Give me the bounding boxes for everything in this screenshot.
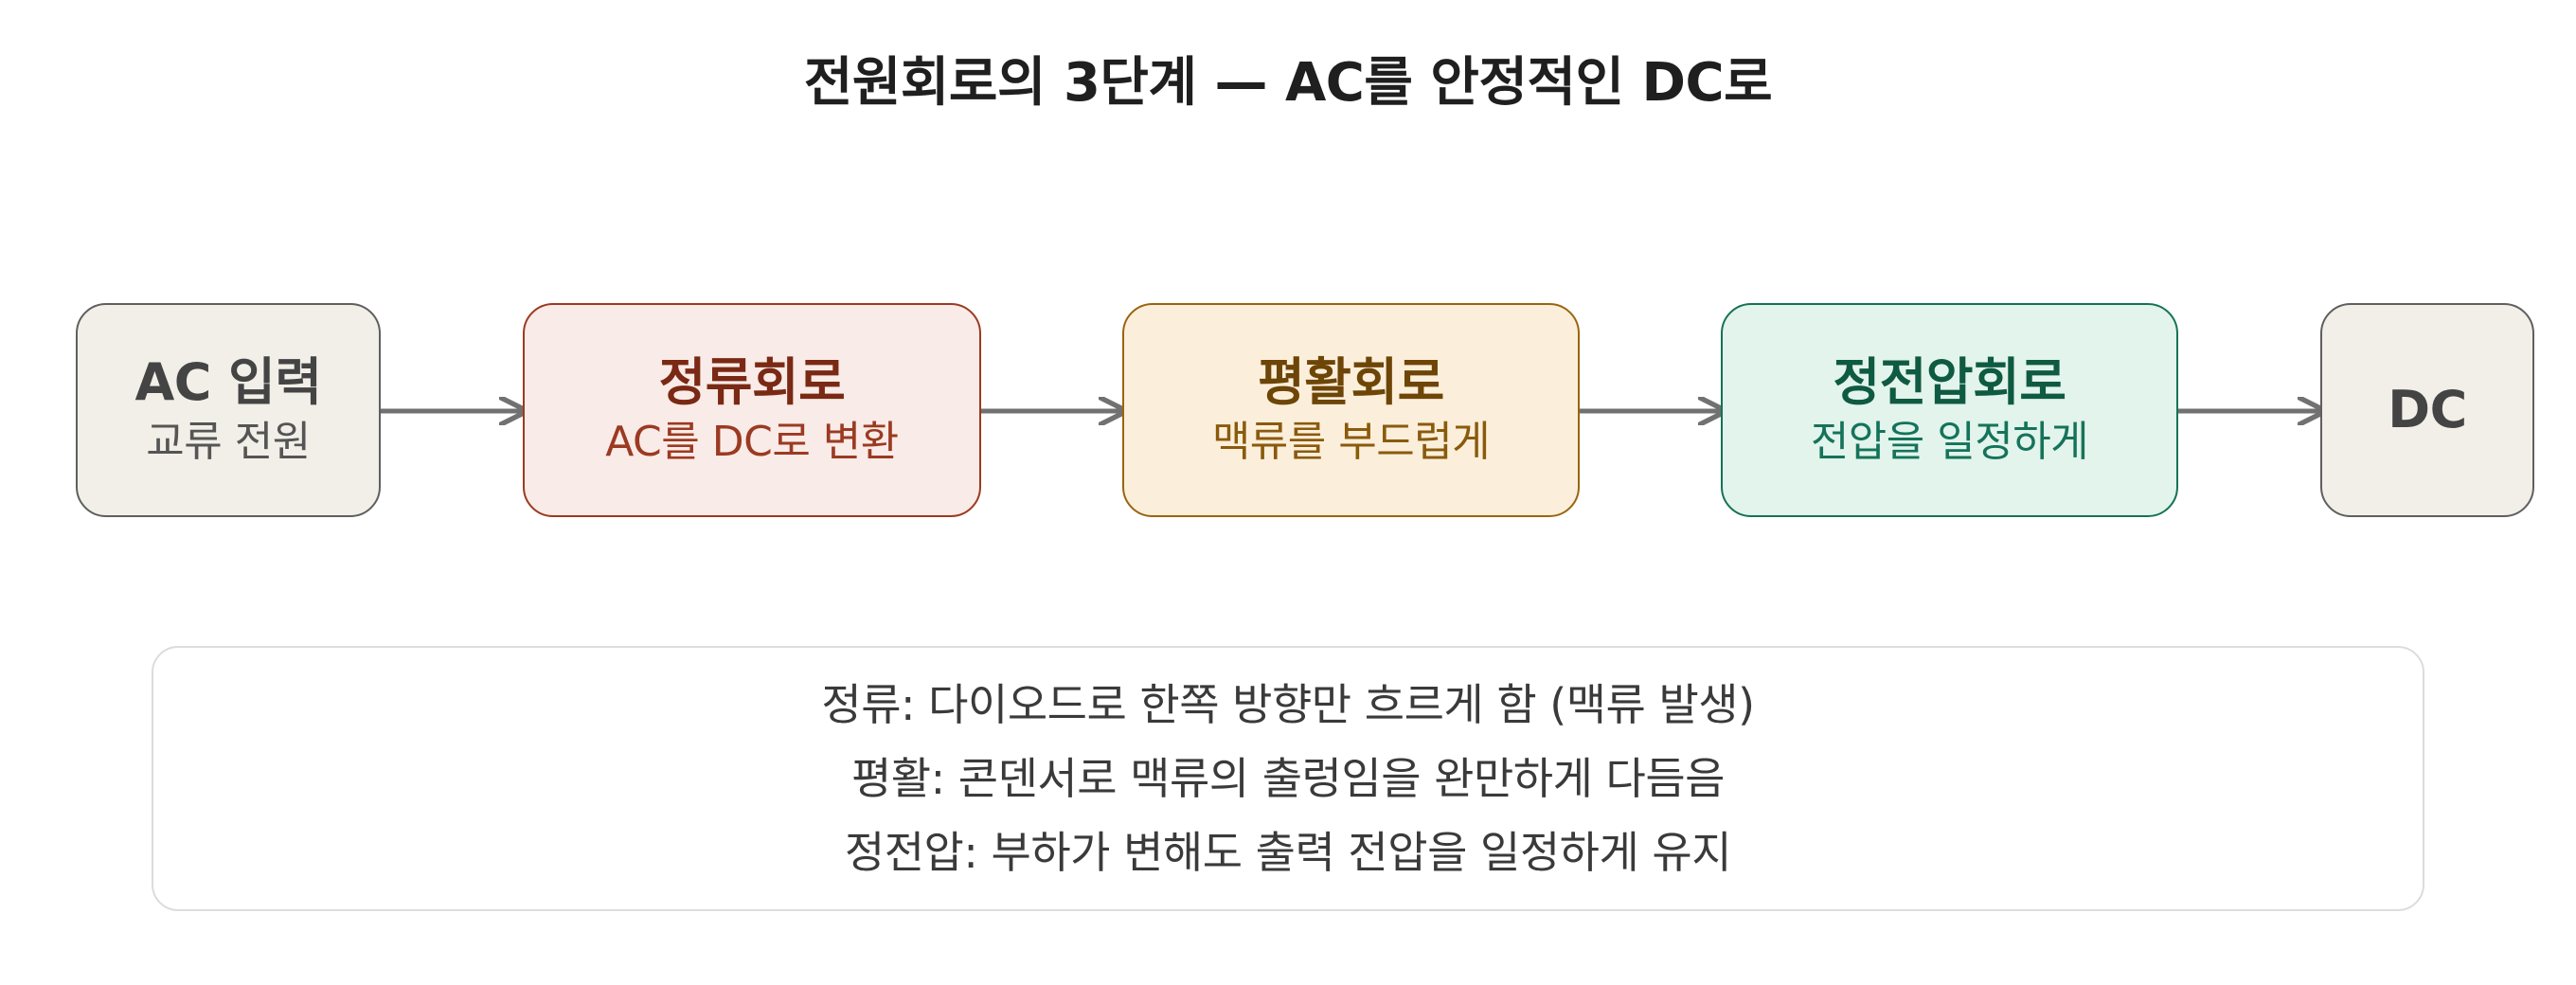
node-rectifier: 정류회로 AC를 DC로 변환 — [523, 303, 981, 517]
note-smoothing: 평활: 콘덴서로 맥류의 출렁임을 완만하게 다듬음 — [850, 753, 1726, 804]
node-regulator: 정전압회로 전압을 일정하게 — [1721, 303, 2178, 517]
node-ac-input-subtitle: 교류 전원 — [146, 417, 311, 466]
node-dc-output: DC — [2320, 303, 2534, 517]
node-ac-input-title: AC 입력 — [134, 351, 322, 412]
node-ac-input: AC 입력 교류 전원 — [76, 303, 381, 517]
node-smoothing: 평활회로 맥류를 부드럽게 — [1122, 303, 1580, 517]
node-regulator-subtitle: 전압을 일정하게 — [1810, 417, 2089, 466]
note-rectification: 정류: 다이오드로 한쪽 방향만 흐르게 함 (맥류 발생) — [821, 679, 1755, 730]
node-dc-output-title: DC — [2388, 379, 2467, 439]
diagram-title: 전원회로의 3단계 — AC를 안정적인 DC로 — [803, 52, 1773, 114]
node-smoothing-title: 평활회로 — [1258, 351, 1444, 412]
notes-panel: 정류: 다이오드로 한쪽 방향만 흐르게 함 (맥류 발생) 평활: 콘덴서로 … — [152, 646, 2424, 911]
node-rectifier-title: 정류회로 — [658, 351, 846, 412]
node-rectifier-subtitle: AC를 DC로 변환 — [605, 417, 899, 466]
note-regulation: 정전압: 부하가 변해도 출력 전압을 일정하게 유지 — [844, 827, 1732, 878]
node-regulator-title: 정전압회로 — [1833, 351, 2066, 412]
node-smoothing-subtitle: 맥류를 부드럽게 — [1211, 417, 1491, 466]
